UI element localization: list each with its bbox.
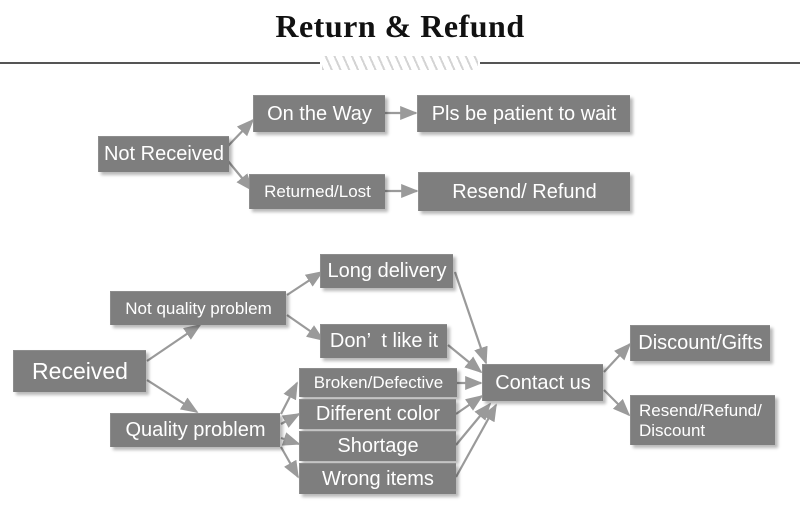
node-shortage[interactable]: Shortage [299,431,456,461]
edge-not-quality-dont-like [286,314,325,342]
node-broken-defective[interactable]: Broken/Defective [299,368,457,397]
edge-quality-different-color [280,413,301,428]
node-resend-refund-discount[interactable]: Resend/Refund/ Discount [630,395,775,445]
node-not-quality-problem[interactable]: Not quality problem [110,291,286,325]
edge-received-quality [146,379,199,413]
divider-line-left [0,62,320,64]
node-pls-be-patient-to-wait[interactable]: Pls be patient to wait [417,95,630,132]
node-long-delivery[interactable]: Long delivery [320,254,453,288]
node-quality-problem[interactable]: Quality problem [110,413,280,447]
edge-not-quality-long-delivery [286,271,324,296]
page-title: Return & Refund [275,8,525,44]
edge-quality-broken [280,381,298,415]
edge-contact-discount-gifts [603,342,632,373]
node-returned-lost[interactable]: Returned/Lost [249,174,385,209]
edge-quality-wrong-items [280,446,299,479]
node-contact-us[interactable]: Contact us [482,364,603,401]
edge-shortage-contact [455,402,492,446]
diagonal-hatch-icon [322,56,478,70]
node-wrong-items[interactable]: Wrong items [299,463,456,494]
node-discount-gifts[interactable]: Discount/Gifts [630,325,770,361]
node-on-the-way[interactable]: On the Way [253,95,385,132]
edge-wrong-items-contact [455,403,497,478]
node-dont-like-it[interactable]: Don’ t like it [320,324,447,358]
edge-quality-shortage [280,432,301,446]
edge-contact-resend-refund-discount [603,389,631,417]
edge-not-received-on-the-way [227,118,255,147]
title-divider [0,56,800,70]
divider-line-right [480,62,800,64]
node-received[interactable]: Received [13,350,146,392]
node-resend-refund[interactable]: Resend/ Refund [418,172,630,211]
edge-received-not-quality [146,324,202,362]
edge-different-color-contact [455,394,484,415]
edge-long-delivery-contact [453,271,488,365]
node-not-received[interactable]: Not Received [98,136,229,172]
node-different-color[interactable]: Different color [299,399,456,429]
